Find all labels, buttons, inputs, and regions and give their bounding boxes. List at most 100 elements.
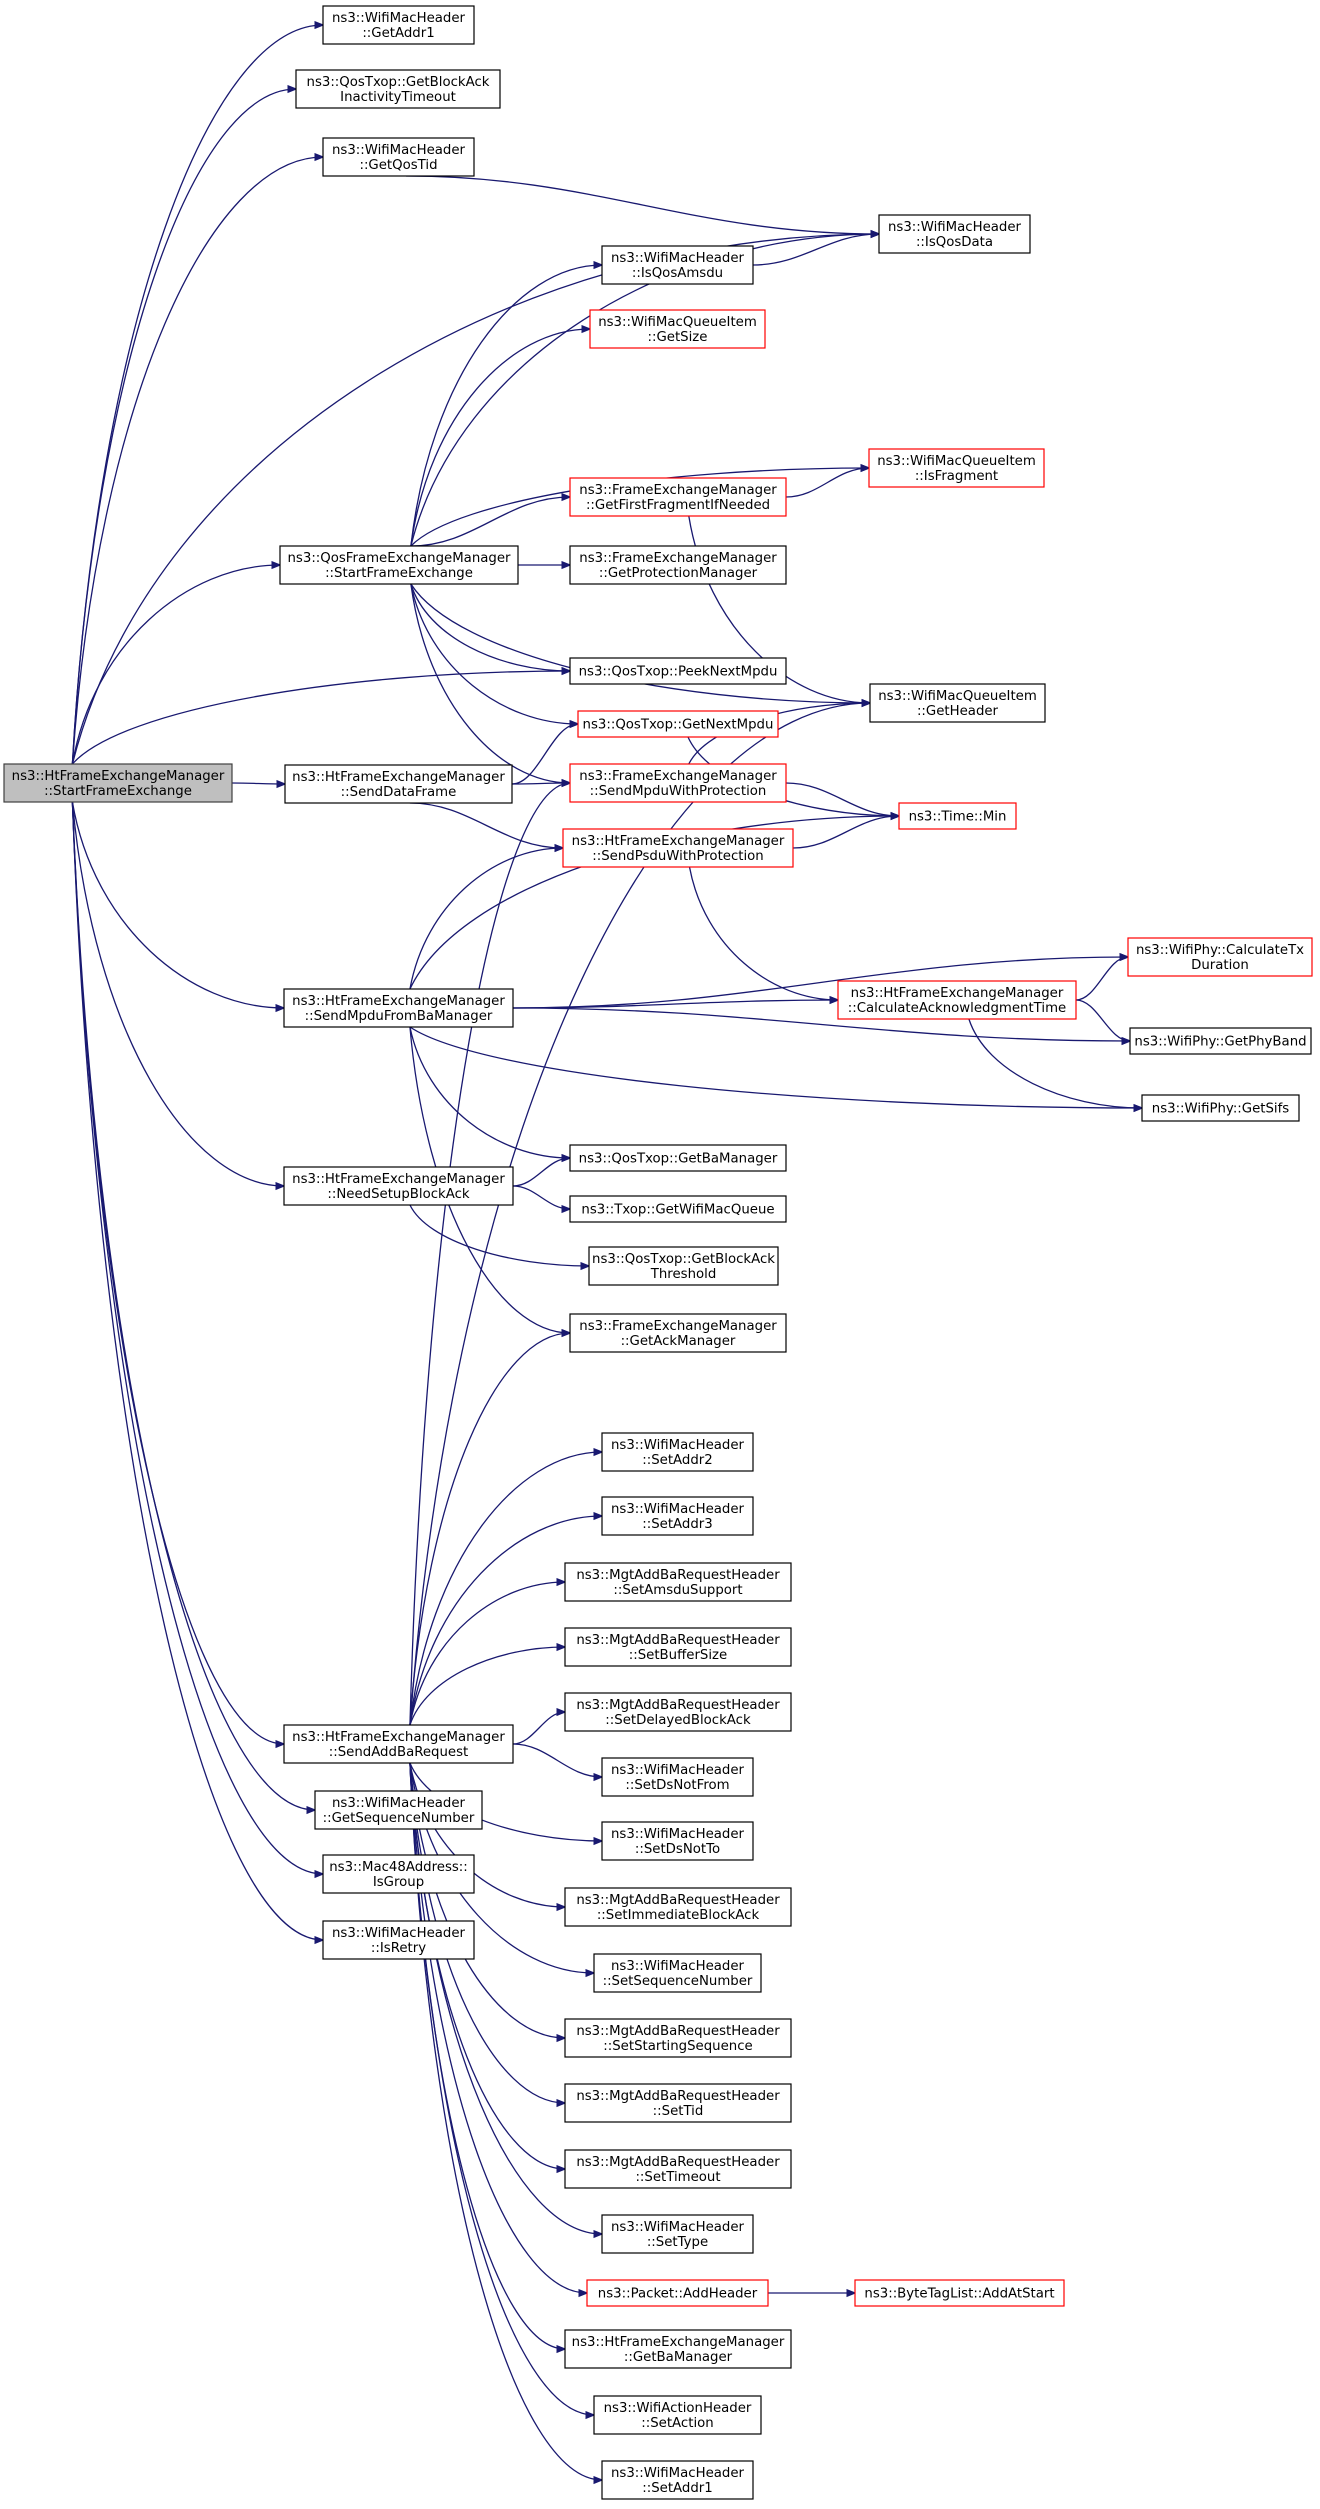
node-htfem-sendpsdu[interactable]: ns3::HtFrameExchangeManager::SendPsduWit…: [562, 828, 794, 868]
node-label: ns3::WifiMacHeader: [332, 1796, 466, 1811]
node-label: ::SetBufferSize: [629, 1648, 727, 1663]
node-txop-getwifimacqueue[interactable]: ns3::Txop::GetWifiMacQueue: [569, 1195, 787, 1223]
edge-htfem-sendpsdu-to-time-min: [792, 816, 899, 849]
node-box: [586, 2279, 769, 2307]
node-mabr-settid[interactable]: ns3::MgtAddBaRequestHeader::SetTid: [564, 2083, 792, 2123]
node-wmh-getqostid[interactable]: ns3::WifiMacHeader::GetQosTid: [322, 137, 475, 177]
node-wmh-isqosdata[interactable]: ns3::WifiMacHeader::IsQosData: [878, 214, 1031, 254]
node-label: ns3::WifiMacHeader: [332, 143, 466, 158]
edge-wmh-isqosamsdu-to-wmh-isqosdata: [752, 234, 879, 266]
edge-qfem-startframe-to-wmh-isqosdata: [410, 234, 879, 547]
node-label: ns3::WifiMacHeader: [611, 1502, 745, 1517]
node-htfem-calcack[interactable]: ns3::HtFrameExchangeManager::CalculateAc…: [837, 980, 1077, 1020]
node-box: [589, 309, 766, 349]
node-box: [1127, 937, 1313, 977]
node-label: ::SetAmsduSupport: [613, 1583, 742, 1598]
node-qos-getnextmpdu[interactable]: ns3::QosTxop::GetNextMpdu: [577, 710, 779, 738]
node-label: ns3::WifiMacHeader: [888, 220, 1022, 235]
edge-htfem-sendaddba-to-mabr-settid: [409, 1762, 565, 2103]
node-wmh-setseqnum[interactable]: ns3::WifiMacHeader::SetSequenceNumber: [593, 1953, 762, 1993]
node-box: [569, 657, 787, 685]
node-label: ns3::WifiPhy::GetPhyBand: [1134, 1035, 1306, 1050]
node-box: [601, 2460, 754, 2500]
node-label: ::GetSequenceNumber: [323, 1811, 475, 1826]
node-label: ::SendMpduFromBaManager: [305, 1009, 493, 1024]
edge-root-to-htfem-sendmpdufromba: [71, 801, 284, 1008]
node-fem-getfirstfragment[interactable]: ns3::FrameExchangeManager::GetFirstFragm…: [569, 477, 787, 517]
node-box: [1129, 1027, 1312, 1055]
node-label: ns3::QosFrameExchangeManager: [288, 551, 512, 566]
node-wmqi-isfragment[interactable]: ns3::WifiMacQueueItem::IsFragment: [868, 448, 1045, 488]
node-label: ::SendAddBaRequest: [329, 1745, 468, 1760]
node-label: InactivityTimeout: [340, 90, 456, 105]
node-htfem-getbamanager[interactable]: ns3::HtFrameExchangeManager::GetBaManage…: [564, 2329, 792, 2369]
node-fem-getackmanager[interactable]: ns3::FrameExchangeManager::GetAckManager: [569, 1313, 787, 1353]
node-wmh-setdsnotfrom[interactable]: ns3::WifiMacHeader::SetDsNotFrom: [601, 1757, 754, 1797]
node-phy-getphyband[interactable]: ns3::WifiPhy::GetPhyBand: [1129, 1027, 1312, 1055]
node-wmh-getaddr1[interactable]: ns3::WifiMacHeader::GetAddr1: [322, 5, 475, 45]
node-box: [564, 2329, 792, 2369]
node-fem-getprotection[interactable]: ns3::FrameExchangeManager::GetProtection…: [569, 545, 787, 585]
node-wmh-settype[interactable]: ns3::WifiMacHeader::SetType: [601, 2214, 754, 2254]
node-phy-getsifs[interactable]: ns3::WifiPhy::GetSifs: [1141, 1094, 1300, 1122]
node-box: [1141, 1094, 1300, 1122]
node-wmh-setaddr2[interactable]: ns3::WifiMacHeader::SetAddr2: [601, 1432, 754, 1472]
edge-htfem-sendmpdufromba-to-fem-getackmanager: [409, 1026, 570, 1333]
node-wah-setaction[interactable]: ns3::WifiActionHeader::SetAction: [593, 2395, 762, 2435]
edge-qfem-startframe-to-qos-getnextmpdu: [410, 583, 578, 724]
node-mac48-isgroup[interactable]: ns3::Mac48Address::IsGroup: [322, 1854, 475, 1894]
node-label: ns3::WifiMacHeader: [611, 2220, 745, 2235]
node-label: ::SetTid: [653, 2104, 704, 2119]
node-label: ::SetType: [647, 2235, 708, 2250]
node-box: [878, 214, 1031, 254]
node-label: ns3::HtFrameExchangeManager: [292, 994, 505, 1009]
edge-htfem-calcack-to-phy-calctxduration: [1075, 957, 1128, 1001]
node-mabr-setimmediateba[interactable]: ns3::MgtAddBaRequestHeader::SetImmediate…: [564, 1887, 792, 1927]
node-box: [601, 1432, 754, 1472]
node-root[interactable]: ns3::HtFrameExchangeManager::StartFrameE…: [3, 763, 233, 803]
edge-root-to-wmh-getaddr1: [71, 25, 323, 765]
node-mabr-setdelayedba[interactable]: ns3::MgtAddBaRequestHeader::SetDelayedBl…: [564, 1692, 792, 1732]
node-mabr-setbuffersize[interactable]: ns3::MgtAddBaRequestHeader::SetBufferSiz…: [564, 1627, 792, 1667]
node-packet-addheader[interactable]: ns3::Packet::AddHeader: [586, 2279, 769, 2307]
node-label: ns3::HtFrameExchangeManager: [292, 1730, 505, 1745]
node-wmh-setaddr1[interactable]: ns3::WifiMacHeader::SetAddr1: [601, 2460, 754, 2500]
node-label: ::SetDsNotTo: [635, 1842, 720, 1857]
node-label: Threshold: [650, 1267, 717, 1282]
node-htfem-senddataframe[interactable]: ns3::HtFrameExchangeManager::SendDataFra…: [284, 764, 513, 804]
edge-qfem-startframe-to-wmqi-getsize: [410, 329, 590, 547]
node-htfem-sendaddba[interactable]: ns3::HtFrameExchangeManager::SendAddBaRe…: [283, 1724, 514, 1764]
node-btl-addatstart[interactable]: ns3::ByteTagList::AddAtStart: [854, 2279, 1065, 2307]
node-htfem-needsetupba[interactable]: ns3::HtFrameExchangeManager::NeedSetupBl…: [283, 1166, 514, 1206]
node-wmqi-getheader[interactable]: ns3::WifiMacQueueItem::GetHeader: [869, 683, 1046, 723]
node-qfem-startframe[interactable]: ns3::QosFrameExchangeManager::StartFrame…: [279, 545, 519, 585]
node-wmh-setaddr3[interactable]: ns3::WifiMacHeader::SetAddr3: [601, 1496, 754, 1536]
node-label: ::StartFrameExchange: [44, 784, 192, 799]
node-label: ns3::WifiMacHeader: [332, 11, 466, 26]
node-box: [569, 545, 787, 585]
edge-qfem-startframe-to-wmh-isqosamsdu: [410, 265, 602, 547]
node-wmqi-getsize[interactable]: ns3::WifiMacQueueItem::GetSize: [589, 309, 766, 349]
node-mabr-setamsdusupport[interactable]: ns3::MgtAddBaRequestHeader::SetAmsduSupp…: [564, 1562, 792, 1602]
node-box: [564, 2149, 792, 2189]
node-htfem-sendmpdufromba[interactable]: ns3::HtFrameExchangeManager::SendMpduFro…: [283, 988, 514, 1028]
node-label: ::GetFirstFragmentIfNeeded: [586, 498, 770, 513]
node-wmh-isqosamsdu[interactable]: ns3::WifiMacHeader::IsQosAmsdu: [601, 245, 754, 285]
node-label: ::GetBaManager: [624, 2350, 733, 2365]
node-wmh-setdsnotto[interactable]: ns3::WifiMacHeader::SetDsNotTo: [601, 1821, 754, 1861]
node-qos-getblockack-inact[interactable]: ns3::QosTxop::GetBlockAckInactivityTimeo…: [295, 69, 501, 109]
node-qos-peeknextmpdu[interactable]: ns3::QosTxop::PeekNextMpdu: [569, 657, 787, 685]
node-label: ns3::HtFrameExchangeManager: [292, 1172, 505, 1187]
node-time-min[interactable]: ns3::Time::Min: [898, 802, 1017, 830]
edge-root-to-htfem-senddataframe: [231, 783, 285, 784]
node-qos-getbamanager[interactable]: ns3::QosTxop::GetBaManager: [569, 1144, 787, 1172]
node-wmh-getseqnum[interactable]: ns3::WifiMacHeader::GetSequenceNumber: [314, 1790, 483, 1830]
node-mabr-setstartingseq[interactable]: ns3::MgtAddBaRequestHeader::SetStartingS…: [564, 2018, 792, 2058]
node-label: ::SetTimeout: [635, 2170, 720, 2185]
node-wmh-isretry[interactable]: ns3::WifiMacHeader::IsRetry: [322, 1920, 475, 1960]
node-label: ns3::FrameExchangeManager: [579, 1319, 777, 1334]
node-mabr-settimeout[interactable]: ns3::MgtAddBaRequestHeader::SetTimeout: [564, 2149, 792, 2189]
node-fem-sendmpduwithprot[interactable]: ns3::FrameExchangeManager::SendMpduWithP…: [569, 763, 787, 803]
